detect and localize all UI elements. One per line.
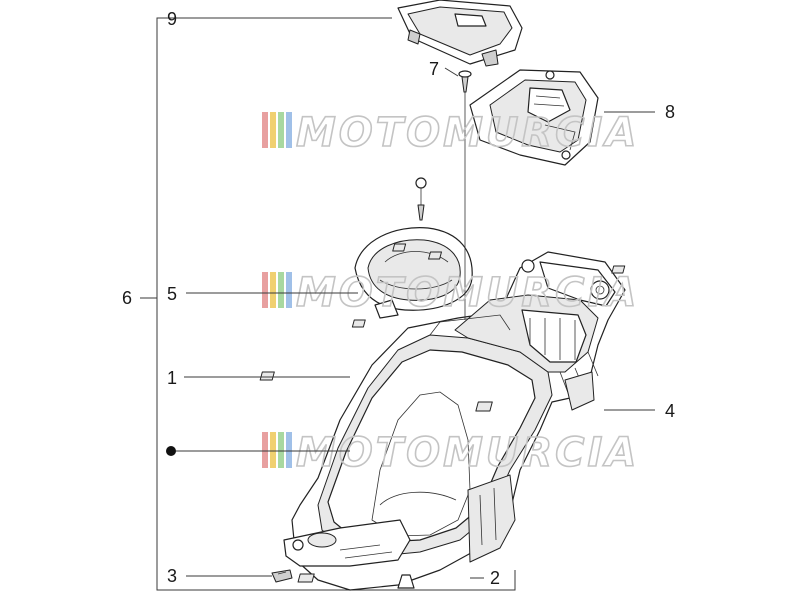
watermark-2: MOTOMURCIA: [262, 269, 637, 317]
callout-8: 8: [665, 102, 675, 122]
callout-5: 5: [167, 284, 177, 304]
callout-1: 1: [167, 368, 177, 388]
callout-6: 6: [122, 288, 132, 308]
clip-nut: [259, 371, 275, 381]
watermark-stripe: [262, 432, 268, 468]
watermark-stripe: [286, 112, 292, 148]
part-4-clip-nuts: [351, 243, 626, 412]
callout-3: 3: [167, 566, 177, 586]
callout-9: 9: [167, 9, 177, 29]
part-1-helmet-compartment: [283, 251, 626, 591]
leader-7: [444, 67, 459, 77]
assembly-bullet: [166, 446, 176, 456]
watermark-stripe: [262, 112, 268, 148]
watermark-1: MOTOMURCIA: [262, 109, 639, 157]
watermark-text: MOTOMURCIA: [296, 430, 639, 476]
watermark-stripe: [286, 272, 292, 308]
part-7-screw: [458, 70, 472, 320]
watermark-stripe: [286, 432, 292, 468]
watermark-stripe: [278, 112, 284, 148]
watermark-stripe: [278, 272, 284, 308]
watermark-stripe: [270, 272, 276, 308]
callout-4: 4: [665, 401, 675, 421]
watermark-stripe: [270, 432, 276, 468]
watermark-text: MOTOMURCIA: [296, 110, 639, 156]
callout-2: 2: [490, 568, 500, 588]
watermark-stripe: [270, 112, 276, 148]
part-3-fastener: [271, 569, 293, 583]
part-2-nut: [297, 573, 315, 583]
watermark-stripe: [278, 432, 284, 468]
watermark-stripe: [262, 272, 268, 308]
watermark-3: MOTOMURCIA: [262, 429, 639, 477]
part-8-retainer-tray: [469, 69, 599, 166]
callout-7: 7: [429, 59, 439, 79]
part-9-lid: [397, 0, 523, 67]
